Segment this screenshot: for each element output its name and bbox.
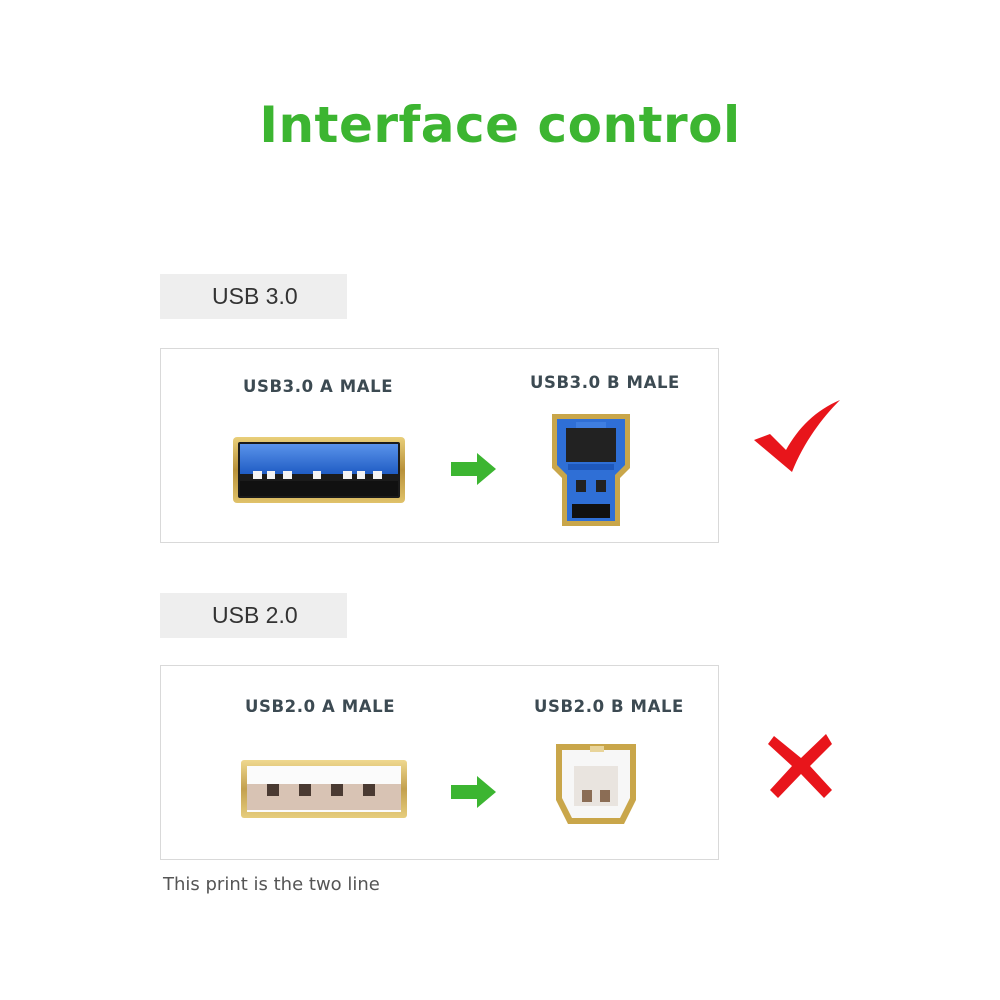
section-label-usb3: USB 3.0 [160, 274, 347, 319]
usb3-a-male-label: USB3.0 A MALE [243, 377, 394, 396]
check-icon [754, 400, 840, 472]
usb3-panel: USB3.0 A MALE USB3.0 B MALE [160, 348, 719, 543]
section-label-usb2: USB 2.0 [160, 593, 347, 638]
usb2-panel: USB2.0 A MALE USB2.0 B MALE [160, 665, 719, 860]
usb3-b-connector-image [552, 414, 630, 526]
usb3-a-connector-image [233, 437, 405, 503]
page-title: Interface control [259, 96, 741, 154]
footnote-text: This print is the two line [163, 874, 380, 895]
usb2-b-connector-image [556, 744, 636, 824]
usb3-b-male-label: USB3.0 B MALE [530, 373, 680, 392]
usb2-a-male-label: USB2.0 A MALE [245, 697, 396, 716]
arrow-right-icon [451, 453, 496, 485]
arrow-right-icon [451, 776, 496, 808]
cross-icon [768, 734, 832, 798]
usb2-a-connector-image [241, 760, 407, 818]
usb2-b-male-label: USB2.0 B MALE [534, 697, 684, 716]
